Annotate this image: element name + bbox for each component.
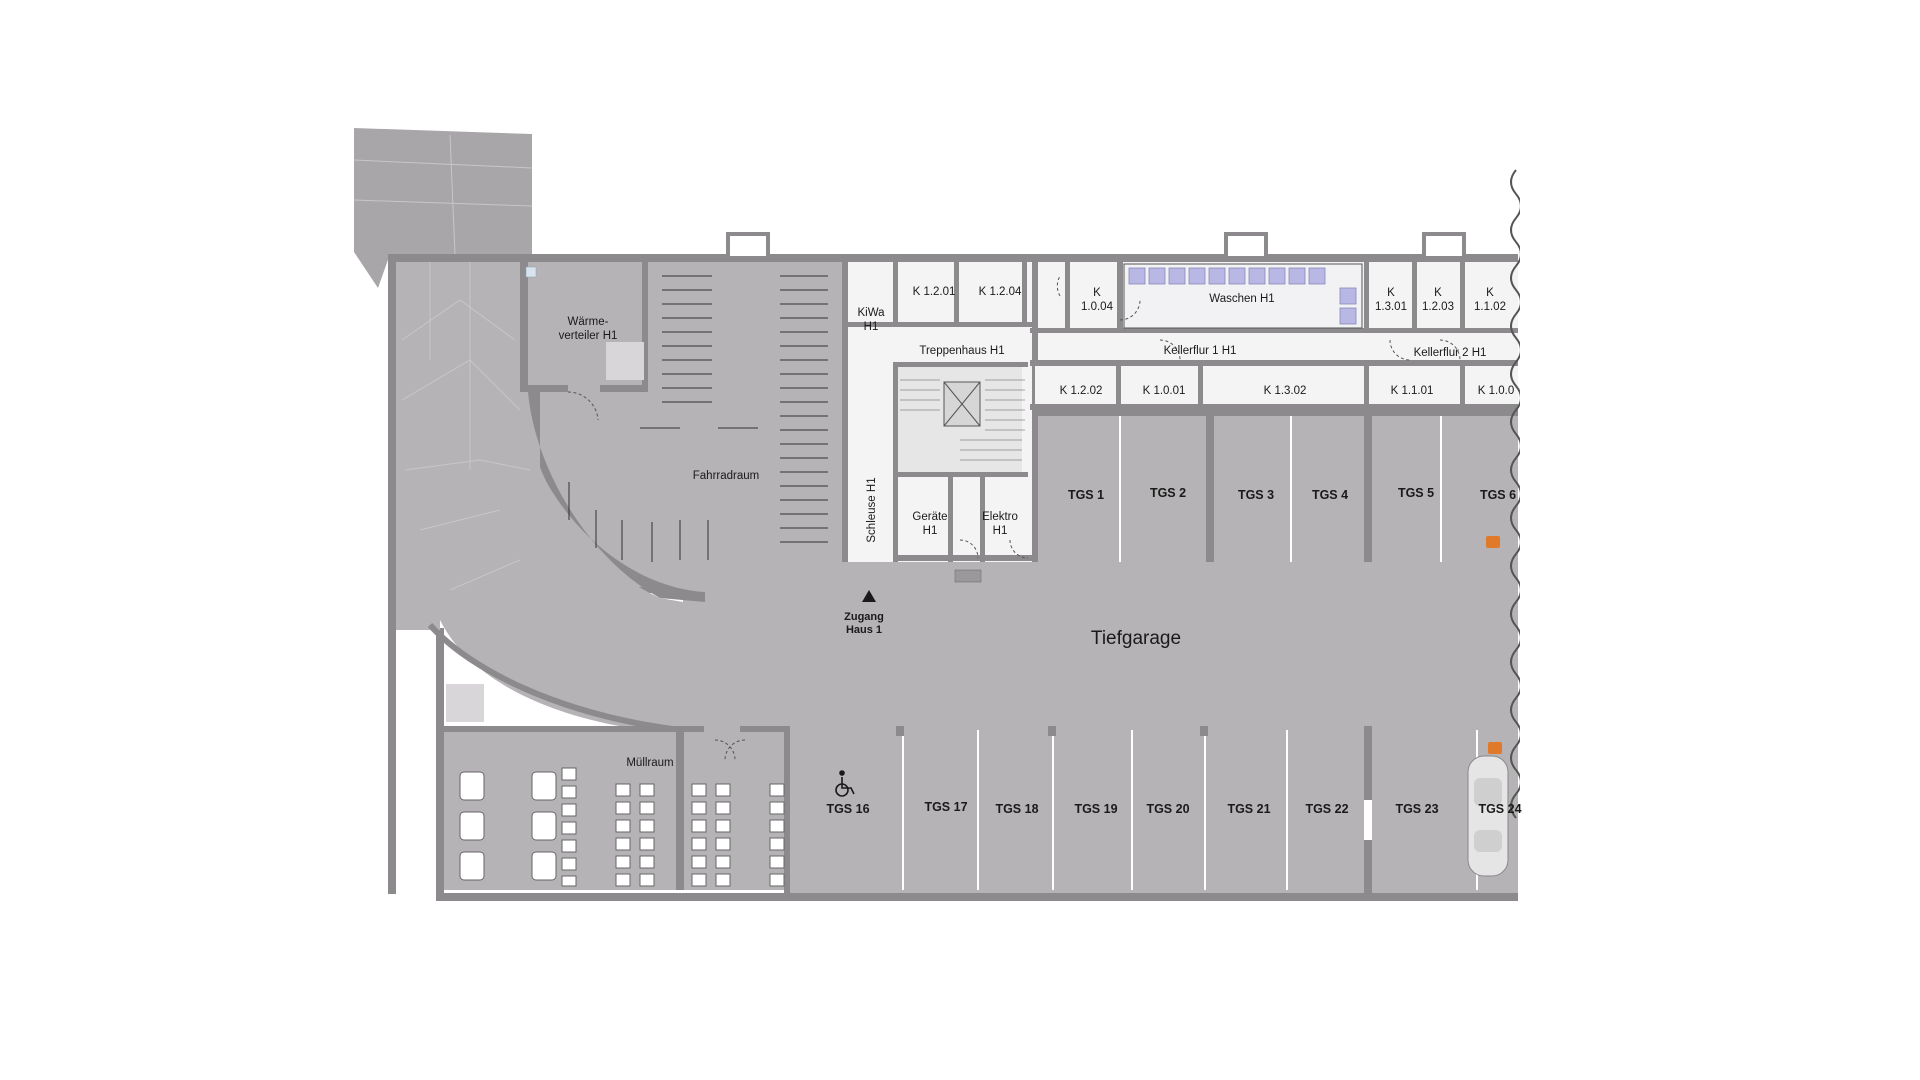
- car-icon: [1467, 755, 1509, 877]
- k-1-0-04-label-1: K: [1093, 287, 1101, 299]
- parking-labels-bottom: TGS 16 TGS 17 TGS 18 TGS 19 TGS 20 TGS 2…: [826, 800, 1521, 816]
- elektro-label-2: H1: [993, 525, 1008, 537]
- bicycle-icon: [568, 275, 828, 562]
- tgs-label: TGS 16: [826, 802, 869, 816]
- waermeverteiler-label-2: verteiler H1: [559, 330, 618, 342]
- k-1-3-01-label-1: K: [1387, 287, 1395, 299]
- geraete-label-2: H1: [923, 525, 938, 537]
- tgs-label: TGS 23: [1395, 802, 1438, 816]
- k-1-3-01-label-2: 1.3.01: [1375, 301, 1407, 313]
- k-1-2-02-label: K 1.2.02: [1060, 385, 1103, 397]
- k-1-1-02-label-1: K: [1486, 287, 1494, 299]
- tgs-label: TGS 18: [995, 802, 1038, 816]
- waermeverteiler-label-1: Wärme-: [568, 316, 609, 328]
- entrance-label-1: Zugang: [844, 611, 884, 623]
- garage-title: Tiefgarage: [1091, 628, 1181, 649]
- k-1-2-03-label-2: 1.2.03: [1422, 301, 1454, 313]
- kellerflur1-label: Kellerflur 1 H1: [1164, 345, 1237, 357]
- tgs-label: TGS 6: [1480, 488, 1516, 502]
- tgs-label: TGS 5: [1398, 486, 1434, 500]
- k-1-1-01-label: K 1.1.01: [1391, 385, 1434, 397]
- tgs-label: TGS 20: [1146, 802, 1189, 816]
- parking-labels-top: TGS 1 TGS 2 TGS 3 TGS 4 TGS 5 TGS 6: [1068, 486, 1516, 502]
- fahrradraum-label: Fahrradraum: [693, 470, 759, 482]
- waschen-label: Waschen H1: [1209, 293, 1274, 305]
- washing-machines: [1128, 267, 1357, 325]
- geraete-label-1: Geräte: [912, 511, 947, 523]
- tgs-label: TGS 24: [1478, 802, 1521, 816]
- k-1-3-02-label: K 1.3.02: [1264, 385, 1307, 397]
- k-1-2-01-label: K 1.2.01: [913, 286, 956, 298]
- k-1-0-01-label: K 1.0.01: [1143, 385, 1186, 397]
- kellerflur2-label: Kellerflur 2 H1: [1414, 347, 1487, 359]
- kiwa-label-1: KiWa: [857, 307, 885, 319]
- elektro-label-1: Elektro: [982, 511, 1018, 523]
- tgs-label: TGS 3: [1238, 488, 1274, 502]
- schleuse-label: Schleuse H1: [866, 477, 878, 542]
- tgs-label: TGS 2: [1150, 486, 1186, 500]
- muellraum-label: Müllraum: [626, 757, 673, 769]
- k-1-0-0x-label: K 1.0.0: [1478, 385, 1514, 397]
- vent-grille: [954, 569, 982, 583]
- tgs-label: TGS 17: [924, 800, 967, 814]
- tgs-label: TGS 19: [1074, 802, 1117, 816]
- trash-bin-icon: [459, 767, 785, 887]
- k-1-1-02-label-2: 1.1.02: [1474, 301, 1506, 313]
- k-1-0-04-label-2: 1.0.04: [1081, 301, 1114, 313]
- doors: [567, 275, 1461, 761]
- interior-walls: [842, 262, 1518, 562]
- room-labels: Tiefgarage Zugang Haus 1 Wärme- verteile…: [559, 286, 1515, 769]
- tgs-label: TGS 1: [1068, 488, 1104, 502]
- kiwa-label-2: H1: [864, 321, 879, 333]
- light-wells: [726, 232, 1466, 260]
- ev-charger-icon: [1486, 536, 1502, 754]
- tgs-label: TGS 4: [1312, 488, 1348, 502]
- entrance-label-2: Haus 1: [846, 624, 882, 636]
- k-1-2-04-label: K 1.2.04: [979, 286, 1022, 298]
- parking-top: [1038, 410, 1518, 562]
- k-1-2-03-label-1: K: [1434, 287, 1442, 299]
- stairs-icon: [900, 379, 1025, 461]
- treppenhaus-label: Treppenhaus H1: [919, 345, 1004, 357]
- wheelchair-icon: [835, 770, 855, 797]
- up-arrow-icon: [862, 590, 876, 602]
- tgs-label: TGS 22: [1305, 802, 1348, 816]
- elevator-icon: [943, 381, 981, 427]
- tgs-label: TGS 21: [1227, 802, 1270, 816]
